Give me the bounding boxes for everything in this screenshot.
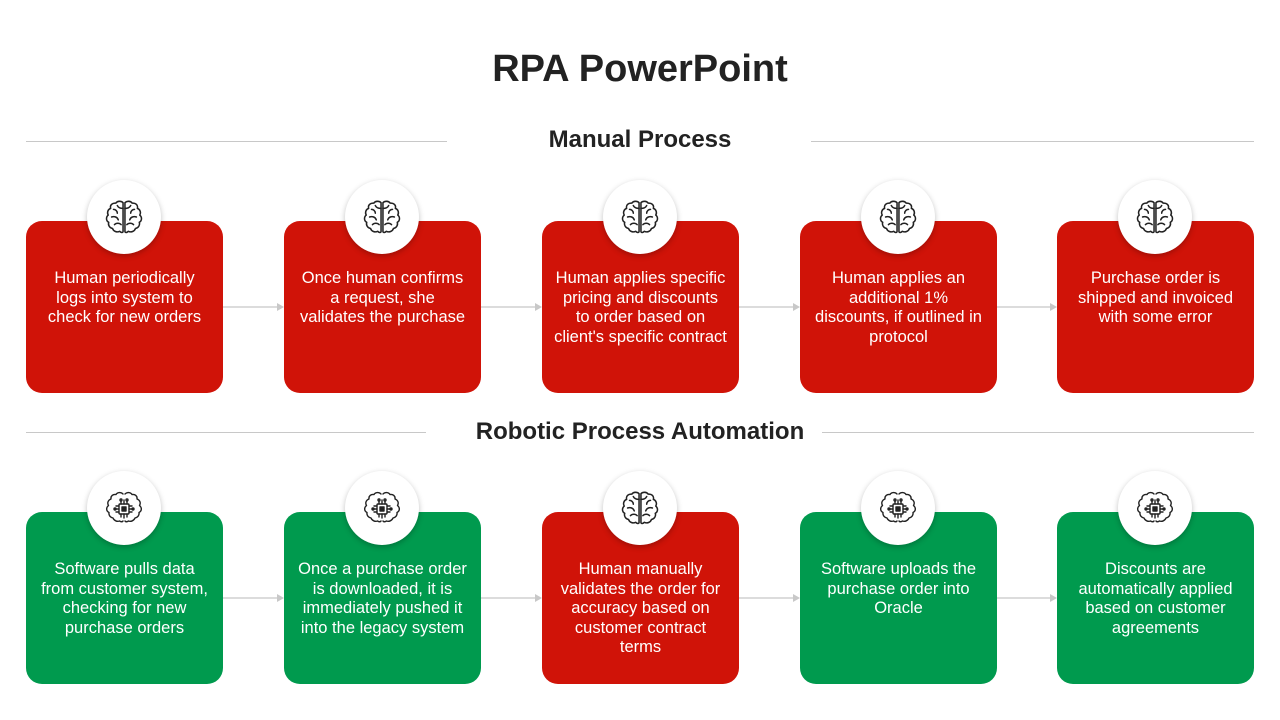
brain-icon — [877, 196, 919, 238]
step-text: Human periodically logs into system to c… — [47, 269, 202, 326]
brain-icon — [361, 196, 403, 238]
rpa-step-card: Software uploads the purchase order into… — [800, 512, 997, 684]
rpa-step-card: Software pulls data from customer system… — [26, 512, 223, 684]
flow-arrow — [223, 303, 284, 311]
step-icon-badge — [1118, 180, 1192, 254]
flow-arrow — [997, 594, 1057, 602]
step-icon-badge — [861, 471, 935, 545]
flow-arrow — [481, 594, 542, 602]
ai-brain-chip-icon — [360, 486, 404, 530]
step-icon-badge — [1118, 471, 1192, 545]
step-icon-badge — [603, 471, 677, 545]
rpa-heading: Robotic Process Automation — [475, 418, 805, 445]
step-text: Purchase order is shipped and invoiced w… — [1077, 269, 1234, 326]
slide-title: RPA PowerPoint — [492, 48, 788, 90]
rpa-rule-right — [822, 432, 1254, 433]
step-text: Discounts are automatically applied base… — [1078, 560, 1233, 637]
manual-rule-left — [26, 141, 447, 142]
step-icon-badge — [345, 180, 419, 254]
ai-brain-chip-icon — [876, 486, 920, 530]
step-icon-badge — [603, 180, 677, 254]
step-text: Once human confirms a request, she valid… — [299, 269, 466, 326]
step-icon-badge — [345, 471, 419, 545]
manual-rule-right — [811, 141, 1254, 142]
step-text: Human manually validates the order for a… — [560, 560, 721, 656]
step-icon-badge — [87, 471, 161, 545]
flow-arrow — [997, 303, 1057, 311]
rpa-step-card: Human manually validates the order for a… — [542, 512, 739, 684]
brain-icon — [103, 196, 145, 238]
brain-icon — [1134, 196, 1176, 238]
step-text: Human applies an additional 1% discounts… — [815, 269, 982, 346]
ai-brain-chip-icon — [1133, 486, 1177, 530]
step-text: Software pulls data from customer system… — [41, 560, 208, 637]
ai-brain-chip-icon — [102, 486, 146, 530]
step-text: Once a purchase order is downloaded, it … — [298, 560, 467, 637]
flow-arrow — [739, 303, 800, 311]
step-text: Human applies specific pricing and disco… — [554, 269, 727, 346]
rpa-rule-left — [26, 432, 426, 433]
manual-process-heading: Manual Process — [548, 126, 732, 153]
step-icon-badge — [87, 180, 161, 254]
step-text: Software uploads the purchase order into… — [820, 560, 977, 617]
rpa-step-card: Once a purchase order is downloaded, it … — [284, 512, 481, 684]
flow-arrow — [481, 303, 542, 311]
step-icon-badge — [861, 180, 935, 254]
flow-arrow — [223, 594, 284, 602]
manual-step-card: Once human confirms a request, she valid… — [284, 221, 481, 393]
flow-arrow — [739, 594, 800, 602]
brain-icon — [619, 196, 661, 238]
brain-icon — [619, 487, 661, 529]
